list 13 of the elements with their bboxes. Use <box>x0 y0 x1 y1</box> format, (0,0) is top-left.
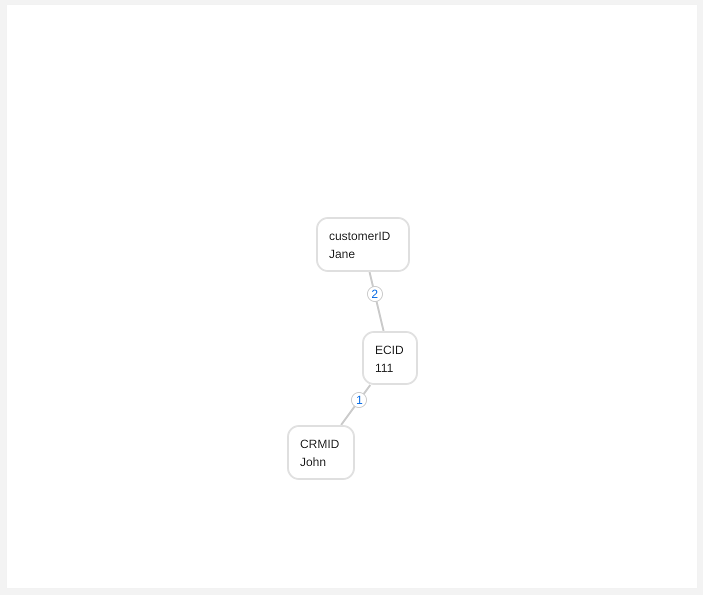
node-title: ECID <box>375 342 404 359</box>
identity-node <box>316 217 410 272</box>
connector-line <box>340 384 372 426</box>
node-value: Jane <box>329 246 356 263</box>
connector-line <box>368 272 385 332</box>
edge-label: 2 <box>366 286 383 302</box>
node-title: customerID <box>329 228 390 245</box>
identity-node <box>287 425 355 480</box>
node-title: CRMID <box>300 436 340 453</box>
node-value: 111 <box>375 360 394 377</box>
identity-node <box>362 331 418 385</box>
edge-label: 1 <box>351 392 368 408</box>
node-value: John <box>300 454 326 471</box>
